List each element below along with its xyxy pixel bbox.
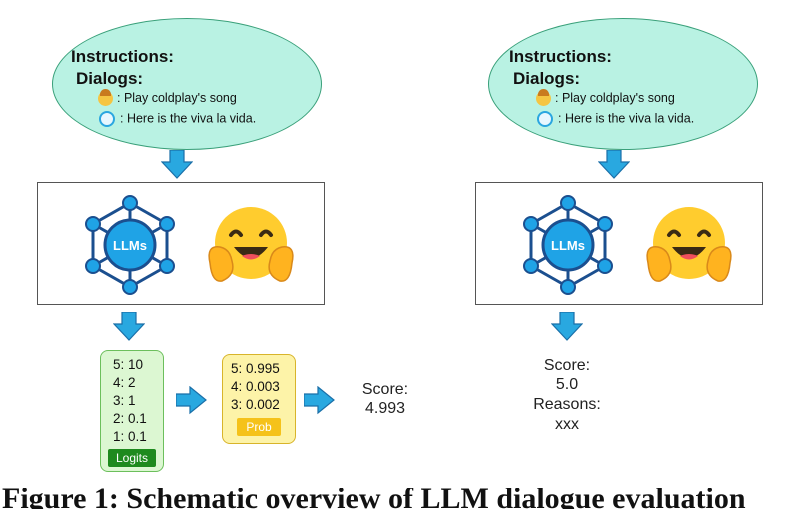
figure-caption: Figure 1: Schematic overview of LLM dial… bbox=[2, 488, 746, 509]
right-llm-label: LLMs bbox=[551, 238, 585, 253]
user-emoji-icon bbox=[98, 89, 113, 107]
logit-value: 2: 0.1 bbox=[113, 411, 147, 426]
left-dialogs-heading: Dialogs: bbox=[76, 69, 144, 88]
right-reasons-value: xxx bbox=[555, 416, 579, 433]
bot-chat-icon bbox=[99, 111, 115, 127]
right-user-text: : Play coldplay's song bbox=[555, 91, 675, 105]
arrow-down-icon bbox=[161, 150, 193, 179]
prob-tag: Prob bbox=[237, 418, 281, 436]
arrow-down-icon bbox=[551, 312, 583, 341]
left-llm-label: LLMs bbox=[113, 238, 147, 253]
right-dialogs-heading: Dialogs: bbox=[513, 69, 581, 88]
bot-chat-icon bbox=[537, 111, 553, 127]
left-llm-panel: LLMs bbox=[37, 182, 325, 305]
logit-value: 3: 1 bbox=[113, 393, 136, 408]
arrow-right-icon bbox=[304, 386, 335, 414]
right-bot-text: : Here is the viva la vida. bbox=[558, 111, 695, 126]
right-bot-line: : Here is the viva la vida. bbox=[537, 111, 694, 127]
right-dialog-bubble: Instructions: Dialogs: : Play coldplay's… bbox=[488, 18, 758, 150]
logit-value: 1: 0.1 bbox=[113, 429, 147, 444]
left-user-line: : Play coldplay's song bbox=[98, 89, 237, 107]
right-score-label: Score: bbox=[543, 357, 591, 374]
prob-box: 5: 0.995 4: 0.003 3: 0.002 Prob bbox=[222, 354, 296, 444]
prob-value: 5: 0.995 bbox=[231, 361, 280, 376]
left-dialog-bubble: Instructions: Dialogs: : Play coldplay's… bbox=[52, 18, 322, 150]
arrow-right-icon bbox=[176, 386, 207, 414]
prob-value: 4: 0.003 bbox=[231, 379, 280, 394]
user-emoji-icon bbox=[536, 89, 551, 107]
left-bot-line: : Here is the viva la vida. bbox=[99, 111, 256, 127]
right-llm-panel: LLMs bbox=[475, 182, 763, 305]
llm-network-icon: LLMs bbox=[84, 195, 176, 295]
left-instructions-heading: Instructions: bbox=[71, 47, 174, 66]
right-score-value: 5.0 bbox=[555, 376, 579, 393]
logit-value: 4: 2 bbox=[113, 375, 136, 390]
right-reasons-label: Reasons: bbox=[533, 396, 601, 413]
logits-box: 5: 10 4: 2 3: 1 2: 0.1 1: 0.1 Logits bbox=[100, 350, 164, 472]
right-user-line: : Play coldplay's song bbox=[536, 89, 675, 107]
hugging-face-icon bbox=[207, 205, 295, 284]
arrow-down-icon bbox=[598, 150, 630, 179]
left-user-text: : Play coldplay's song bbox=[117, 91, 237, 105]
hugging-face-icon bbox=[645, 205, 733, 284]
logit-value: 5: 10 bbox=[113, 357, 144, 372]
arrow-down-icon bbox=[113, 312, 145, 341]
left-score-label: Score: bbox=[361, 381, 409, 398]
left-bot-text: : Here is the viva la vida. bbox=[120, 111, 257, 126]
logits-tag: Logits bbox=[108, 449, 156, 467]
right-instructions-heading: Instructions: bbox=[509, 47, 612, 66]
prob-value: 3: 0.002 bbox=[231, 397, 280, 412]
left-score-value: 4.993 bbox=[364, 400, 406, 417]
llm-network-icon: LLMs bbox=[522, 195, 614, 295]
